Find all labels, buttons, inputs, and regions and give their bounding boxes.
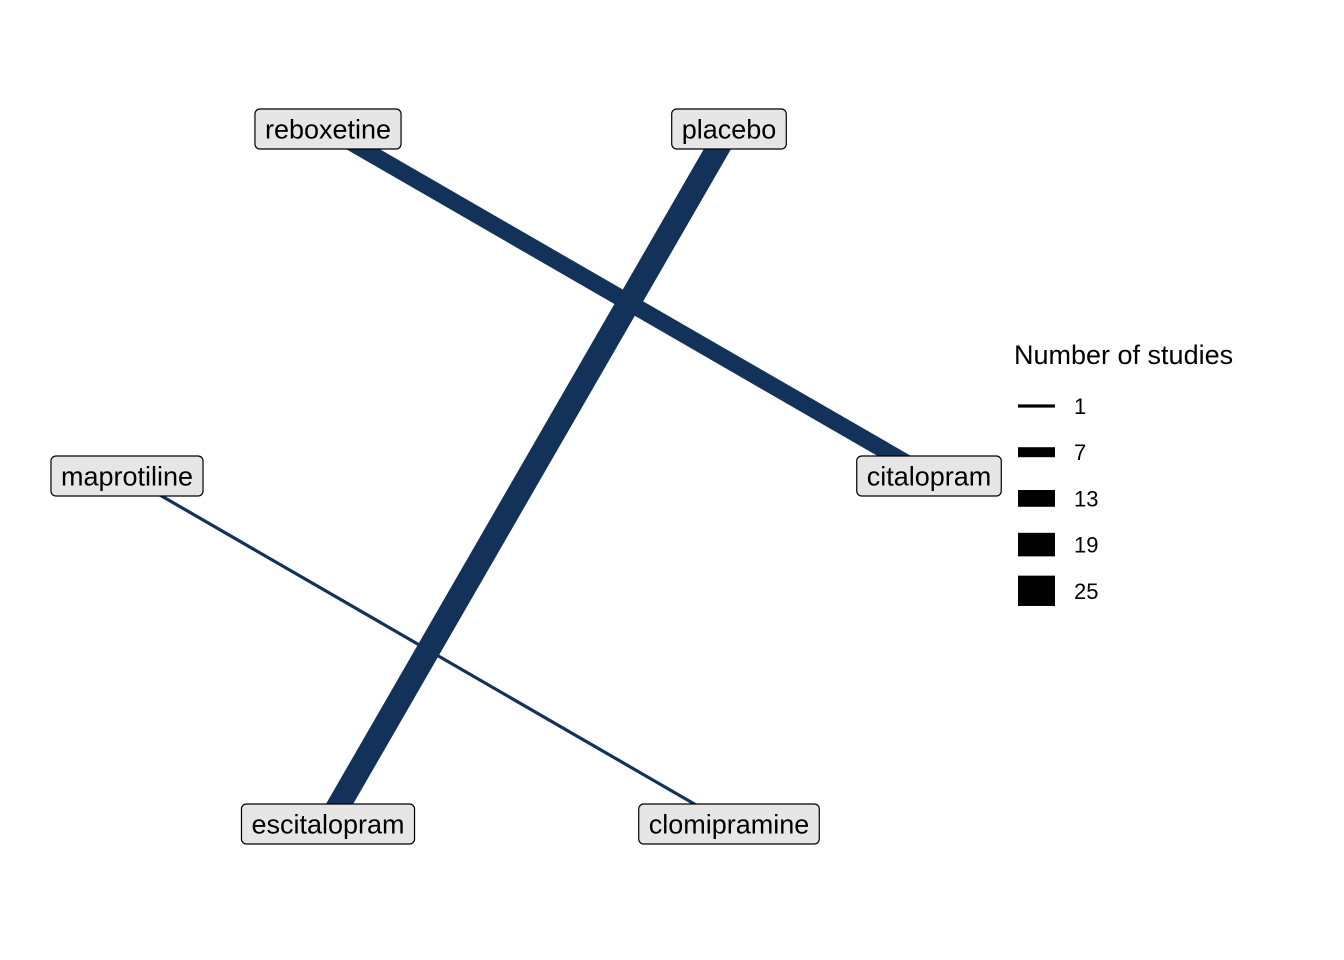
legend-label: 25 xyxy=(1074,579,1098,604)
legend: Number of studies 1 7 13 19 25 xyxy=(1014,340,1233,606)
legend-item: 19 xyxy=(1018,533,1098,558)
legend-item: 1 xyxy=(1018,394,1086,419)
legend-key xyxy=(1018,447,1055,458)
legend-label: 13 xyxy=(1074,486,1098,511)
legend-item: 25 xyxy=(1018,575,1098,606)
legend-item: 13 xyxy=(1018,486,1098,511)
nodes-layer: reboxetine placebo maprotiline citalopram es… xyxy=(50,108,1002,845)
node-box-citalopram xyxy=(856,455,1002,497)
node-box-escitalopram xyxy=(240,803,416,845)
edge-placebo-escitalopram xyxy=(317,123,740,830)
legend-label: 1 xyxy=(1074,394,1086,419)
legend-key xyxy=(1018,532,1055,557)
node-maprotiline: maprotiline xyxy=(50,455,204,497)
node-label-escitalopram: escitalopram xyxy=(251,810,404,840)
edges-layer xyxy=(126,121,934,830)
legend-key xyxy=(1018,404,1055,408)
node-placebo: placebo xyxy=(671,108,787,150)
node-clomipramine: clomipramine xyxy=(638,803,820,845)
node-reboxetine: reboxetine xyxy=(254,108,402,150)
node-citalopram: citalopram xyxy=(856,455,1002,497)
node-label-reboxetine: reboxetine xyxy=(265,115,391,145)
node-escitalopram: escitalopram xyxy=(240,803,416,845)
node-box-reboxetine xyxy=(254,108,402,150)
legend-items: 1 7 13 19 25 xyxy=(1018,394,1098,606)
edge-maprotiline-clomipramine xyxy=(126,474,730,826)
node-box-clomipramine xyxy=(638,803,820,845)
node-box-placebo xyxy=(671,108,787,150)
node-label-citalopram: citalopram xyxy=(867,462,992,492)
legend-key xyxy=(1018,490,1055,507)
node-label-clomipramine: clomipramine xyxy=(649,810,810,840)
legend-item: 7 xyxy=(1018,440,1086,465)
node-label-placebo: placebo xyxy=(682,115,777,145)
node-label-maprotiline: maprotiline xyxy=(61,462,193,492)
legend-label: 19 xyxy=(1074,533,1098,558)
node-box-maprotiline xyxy=(50,455,204,497)
legend-title: Number of studies xyxy=(1014,340,1233,370)
legend-label: 7 xyxy=(1074,440,1086,465)
legend-key xyxy=(1018,575,1055,606)
